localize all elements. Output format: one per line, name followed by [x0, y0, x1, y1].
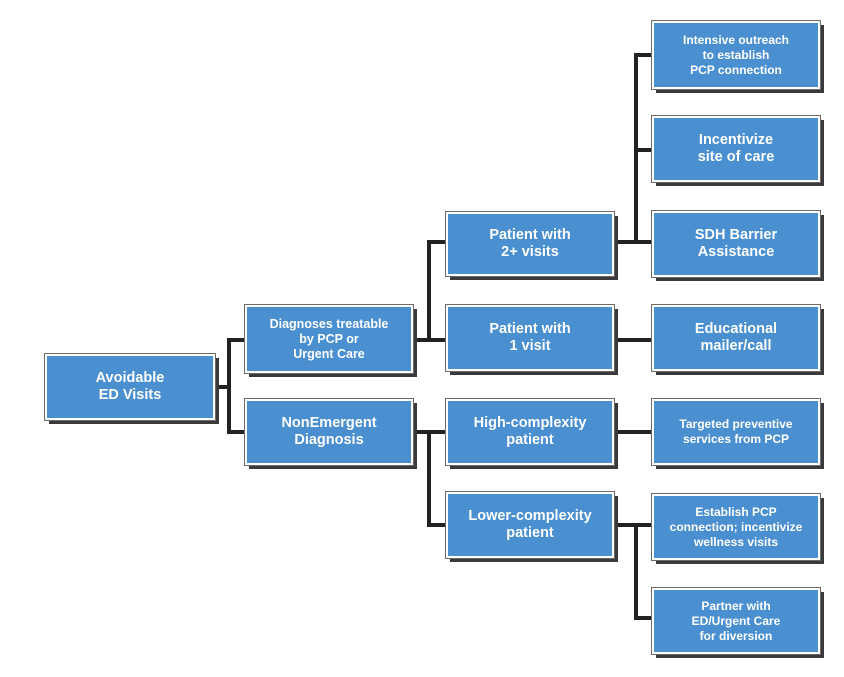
node-label: Lower-complexity patient: [468, 508, 592, 541]
node-label: Patient with 1 visit: [489, 321, 571, 354]
node-patient-2plus-visits: Patient with 2+ visits: [445, 211, 615, 277]
node-incentivize-site: Incentivize site of care: [651, 115, 821, 183]
node-label: Establish PCP connection; incentivize we…: [669, 504, 803, 549]
node-establish-pcp: Establish PCP connection; incentivize we…: [651, 493, 821, 561]
node-lower-complexity: Lower-complexity patient: [445, 491, 615, 559]
node-label: Educational mailer/call: [694, 321, 778, 354]
node-high-complexity: High-complexity patient: [445, 398, 615, 466]
connector-nonemergent: [412, 430, 448, 527]
connector-root: [214, 338, 247, 434]
node-intensive-outreach: Intensive outreach to establish PCP conn…: [651, 20, 821, 90]
node-targeted-preventive: Targeted preventive services from PCP: [651, 398, 821, 466]
node-label: Patient with 2+ visits: [489, 227, 571, 260]
node-label: Intensive outreach to establish PCP conn…: [682, 32, 790, 77]
node-label: Diagnoses treatable by PCP or Urgent Car…: [269, 316, 389, 361]
node-label: High-complexity patient: [473, 415, 587, 448]
node-label: SDH Barrier Assistance: [694, 227, 778, 260]
node-label: Partner with ED/Urgent Care for diversio…: [691, 598, 781, 643]
node-label: Incentivize site of care: [697, 132, 775, 165]
node-sdh-barrier: SDH Barrier Assistance: [651, 210, 821, 278]
connector-two-plus: [614, 53, 654, 244]
connector-lower: [614, 523, 654, 620]
node-patient-1-visit: Patient with 1 visit: [445, 304, 615, 372]
node-label: Avoidable ED Visits: [95, 370, 165, 403]
node-partner-ed: Partner with ED/Urgent Care for diversio…: [651, 587, 821, 655]
node-avoidable-ed-visits: Avoidable ED Visits: [44, 353, 216, 421]
node-label: Targeted preventive services from PCP: [679, 417, 793, 446]
connector-treatable: [412, 240, 448, 342]
node-label: NonEmergent Diagnosis: [281, 415, 377, 448]
node-nonemergent-diagnosis: NonEmergent Diagnosis: [244, 398, 414, 466]
node-diagnoses-treatable: Diagnoses treatable by PCP or Urgent Car…: [244, 304, 414, 374]
node-educational-mailer: Educational mailer/call: [651, 304, 821, 372]
